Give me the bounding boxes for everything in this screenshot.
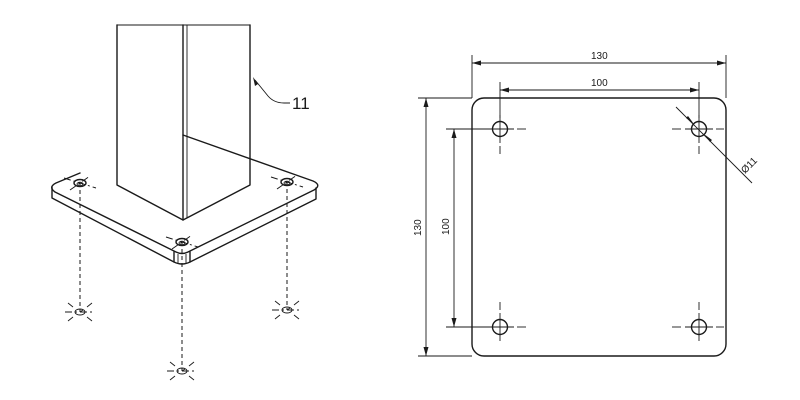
hole-top-right [672, 115, 724, 154]
ground-anchor-right [272, 300, 302, 320]
dimension-hole-diameter: Ø11 [675, 106, 760, 184]
dim-hole-spacing-vertical-label: 100 [441, 218, 452, 235]
plate-hole-front [165, 234, 199, 250]
dimension-hole-spacing-vertical: 100 [441, 128, 492, 328]
ground-anchor-front [167, 361, 197, 381]
isometric-view: 11 [51, 24, 319, 381]
plate-hole-right [270, 174, 304, 190]
dimension-overall-height: 130 [413, 97, 472, 357]
callout-label: 11 [292, 94, 310, 113]
dim-overall-width-label: 130 [591, 51, 608, 62]
plan-view: 130 100 130 100 [413, 51, 760, 357]
dimension-hole-spacing-horizontal: 100 [499, 78, 700, 118]
dimension-overall-width: 130 [471, 51, 727, 98]
plate-outline [471, 97, 727, 357]
ground-anchor-left [65, 302, 95, 322]
hole-bottom-left [486, 302, 526, 341]
hole-top-left [486, 115, 526, 154]
base-plate [51, 134, 319, 265]
dim-overall-height-label: 130 [413, 219, 424, 236]
callout-11: 11 [253, 77, 310, 113]
square-post [116, 24, 251, 221]
plate-hole-left [63, 175, 97, 191]
hole-bottom-right [672, 302, 724, 341]
dim-hole-spacing-horizontal-label: 100 [591, 78, 608, 89]
